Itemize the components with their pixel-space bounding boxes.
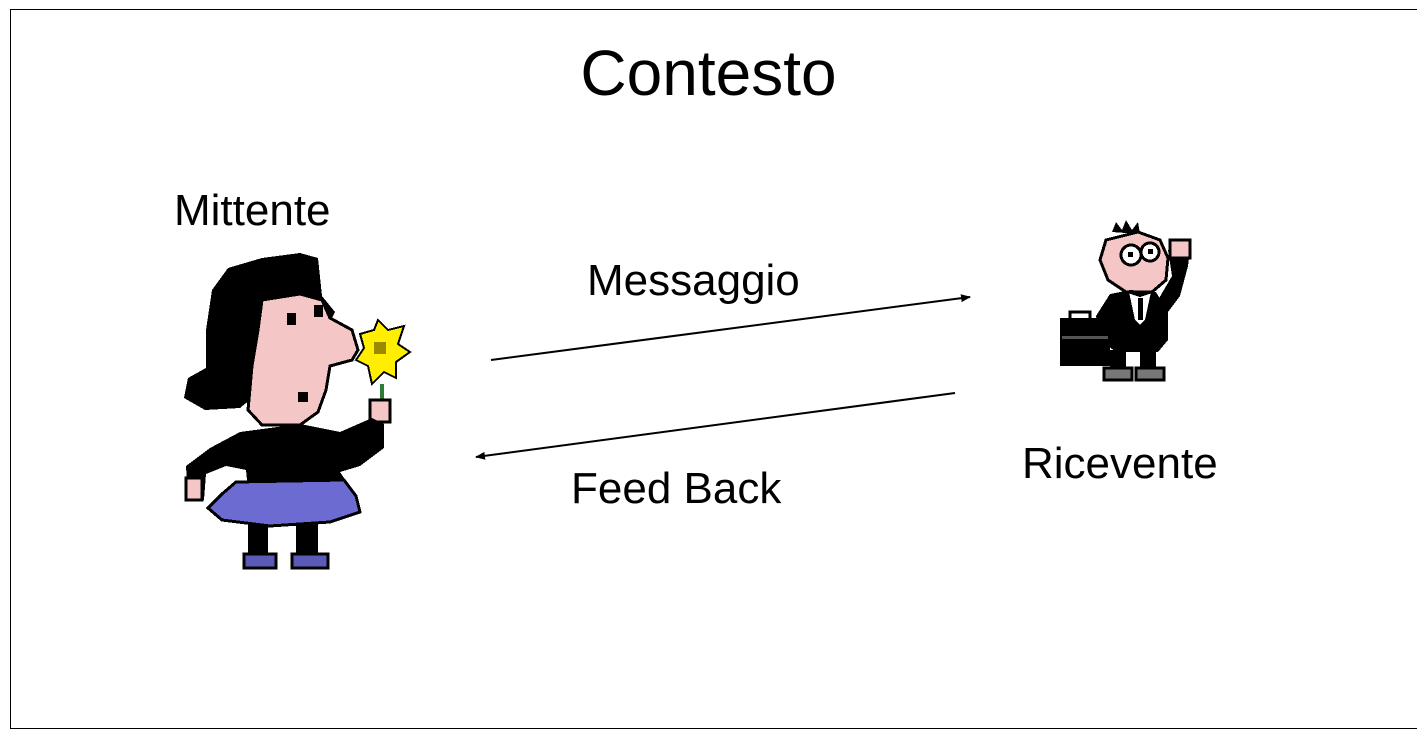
sender-character-icon <box>184 253 412 570</box>
receiver-label: Ricevente <box>1022 439 1218 488</box>
message-label: Messaggio <box>587 256 800 305</box>
feedback-arrow <box>475 392 956 460</box>
sender-label: Mittente <box>174 186 331 235</box>
receiver-character-icon <box>1060 220 1192 382</box>
feedback-label: Feed Back <box>571 464 782 513</box>
diagram-canvas <box>184 220 1192 570</box>
message-arrow <box>490 294 971 361</box>
diagram-title: Contesto <box>580 37 837 109</box>
